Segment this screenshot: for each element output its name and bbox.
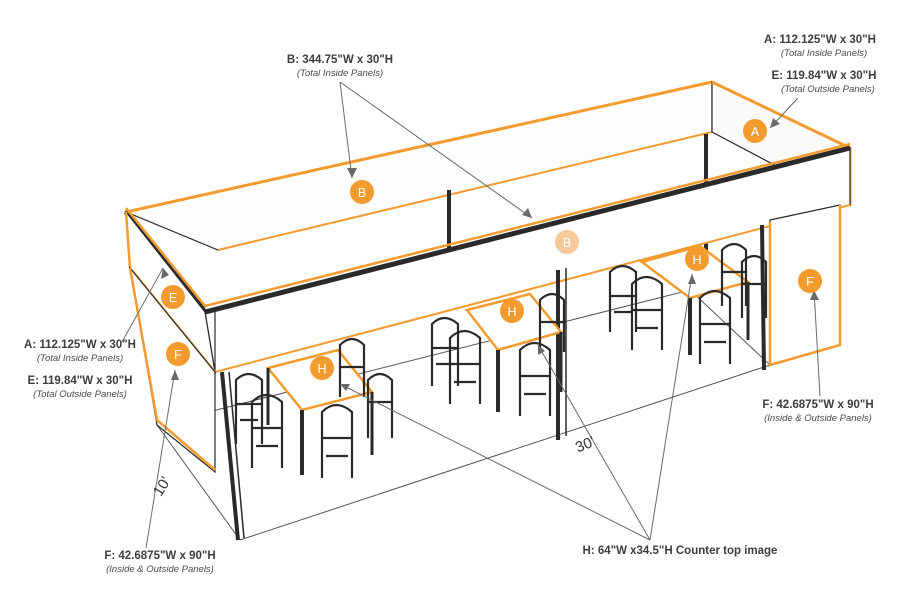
bubble-f-left: F xyxy=(166,342,190,366)
leader-lines xyxy=(121,81,821,549)
callout-a-left: A: 112.125"W x 30"H (Total Inside Panels… xyxy=(24,339,136,364)
callout-a-left-sub: (Total Inside Panels) xyxy=(37,353,123,364)
bubble-b-letter: B xyxy=(358,186,366,200)
callout-a-top-right-sub: (Total Inside Panels) xyxy=(781,48,867,59)
bubble-h-1: H xyxy=(310,356,334,380)
bubble-h-3: H xyxy=(685,247,709,271)
bubble-a: A xyxy=(743,119,767,143)
bubble-a-letter: A xyxy=(751,125,760,139)
counter-table-1 xyxy=(265,348,375,475)
bar-stools xyxy=(234,242,768,478)
callout-f-bottom-main: F: 42.6875"W x 90"H xyxy=(104,550,215,562)
callout-a-top-right-main: A: 112.125"W x 30"H xyxy=(764,34,876,46)
bubble-e-letter: E xyxy=(169,291,177,305)
callout-e-left-sub: (Total Outside Panels) xyxy=(33,389,127,400)
header-back-wall xyxy=(124,80,713,251)
callout-b-top: B: 344.75"W x 30"H (Total Inside Panels) xyxy=(287,54,393,79)
bubble-f-right: F xyxy=(798,269,822,293)
callout-h-bottom-main: H: 64"W x34.5"H Counter top image xyxy=(583,545,778,557)
callout-f-bottom: F: 42.6875"W x 90"H (Inside & Outside Pa… xyxy=(104,550,215,575)
callout-h-bottom: H: 64"W x34.5"H Counter top image xyxy=(583,545,778,557)
callout-a-left-main: A: 112.125"W x 30"H xyxy=(24,339,136,351)
callout-f-right-main: F: 42.6875"W x 90"H xyxy=(762,399,873,411)
left-tower-panel xyxy=(128,265,245,541)
callout-e-left-main: E: 119.84"W x 30"H xyxy=(28,375,133,387)
bubble-h-2-letter: H xyxy=(507,305,516,319)
callout-a-top-right: A: 112.125"W x 30"H (Total Inside Panels… xyxy=(764,34,876,59)
callout-e-top-right: E: 119.84"W x 30"H (Total Outside Panels… xyxy=(772,70,877,95)
callout-e-top-right-main: E: 119.84"W x 30"H xyxy=(772,70,877,82)
bubble-h-2: H xyxy=(500,299,524,323)
callout-f-right-sub: (Inside & Outside Panels) xyxy=(764,413,872,424)
bubble-b-back-letter: B xyxy=(563,236,571,250)
bubble-f-left-letter: F xyxy=(174,348,182,362)
bubble-b-back: B xyxy=(555,230,579,254)
callout-b-top-main: B: 344.75"W x 30"H xyxy=(287,54,393,66)
callout-f-right: F: 42.6875"W x 90"H (Inside & Outside Pa… xyxy=(762,399,873,424)
bubble-e: E xyxy=(161,285,185,309)
bubble-h-3-letter: H xyxy=(692,253,701,267)
mid-post xyxy=(556,268,567,440)
callout-b-top-sub: (Total Inside Panels) xyxy=(297,68,383,79)
dimension-depth-label: 10' xyxy=(150,474,175,500)
bubble-h-1-letter: H xyxy=(317,362,326,376)
bubble-f-right-letter: F xyxy=(806,275,814,289)
callout-e-left: E: 119.84"W x 30"H (Total Outside Panels… xyxy=(28,375,133,400)
callout-f-bottom-sub: (Inside & Outside Panels) xyxy=(106,564,214,575)
bubble-b-front: B xyxy=(350,180,374,204)
callout-e-top-right-sub: (Total Outside Panels) xyxy=(781,84,875,95)
leader-arrowheads xyxy=(161,118,819,391)
dimension-width-label: 30' xyxy=(573,433,598,456)
